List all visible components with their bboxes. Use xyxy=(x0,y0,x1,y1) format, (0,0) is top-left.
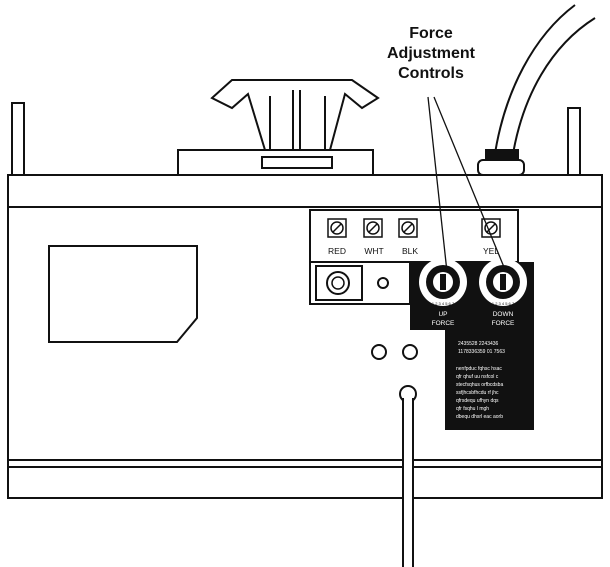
pulley-assembly xyxy=(177,79,380,176)
up-dial-scale: 1 2 3 4 5 6 7 xyxy=(432,301,455,306)
mounting-holes xyxy=(371,344,418,360)
terminal-label-wht: WHT xyxy=(364,246,383,256)
down-dial-scale: 1 2 3 4 5 6 7 xyxy=(492,301,515,306)
terminal-blk[interactable]: BLK xyxy=(398,218,418,256)
callout-line-3: Controls xyxy=(398,65,464,82)
end-brackets xyxy=(11,102,581,176)
up-force-dial[interactable]: 1 2 3 4 5 6 7 UP FORCE xyxy=(419,258,467,327)
down-force-dial[interactable]: 1 2 3 4 5 6 7 DOWN FORCE xyxy=(479,258,527,327)
force-adjustment-callout: Force Adjustment Controls xyxy=(387,25,476,82)
label-line-4: qfr qhuf uu nsfcol c xyxy=(456,374,499,380)
callout-leaders xyxy=(427,96,507,273)
label-fine-print: 2435528 2243436 1178336359 01 7563 nenfp… xyxy=(456,341,505,420)
cord-grommet xyxy=(477,149,525,176)
terminal-label-yel: YEL xyxy=(483,246,499,256)
label-line-7: qfrsdequ ufhyn dqs xyxy=(456,398,499,404)
release-rope[interactable] xyxy=(399,385,417,567)
up-dial-caption-2: FORCE xyxy=(432,320,455,327)
callout-line-2: Adjustment xyxy=(387,45,476,62)
label-line-5: stecfsqhus orfbcdsba xyxy=(456,382,503,388)
label-line-3: nenfpduc fqhsc hsac xyxy=(456,366,502,372)
indicator-light xyxy=(377,277,389,289)
label-line-6: ssfjhcsbfhcdu rf jhc xyxy=(456,390,499,396)
down-dial-caption-2: FORCE xyxy=(492,320,515,327)
access-window xyxy=(48,245,198,343)
callout-line-1: Force xyxy=(409,25,453,42)
terminal-red[interactable]: RED xyxy=(327,218,347,256)
up-dial-caption-1: UP xyxy=(438,311,447,318)
power-cord xyxy=(493,4,596,161)
label-line-1: 2435528 2243436 xyxy=(458,341,499,347)
terminal-wht[interactable]: WHT xyxy=(363,218,384,256)
down-dial-caption-1: DOWN xyxy=(493,311,514,318)
terminal-label-blk: BLK xyxy=(402,246,418,256)
terminal-label-red: RED xyxy=(328,246,346,256)
label-line-2: 1178336359 01 7563 xyxy=(458,349,505,355)
label-line-8: qfr fsqhu l mgh xyxy=(456,406,489,412)
label-line-9: dbequ dhsrl eac aorb xyxy=(456,414,503,420)
push-button[interactable] xyxy=(315,265,363,301)
